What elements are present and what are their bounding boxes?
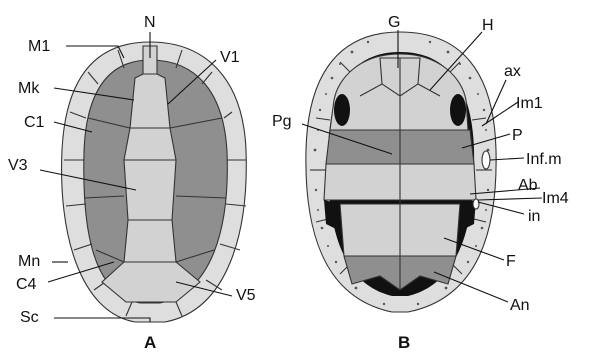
label-Im1: Im1	[516, 95, 543, 112]
panel-label-A: A	[144, 333, 156, 352]
vertebral-scute-2	[124, 128, 176, 160]
label-Mn: Mn	[18, 253, 40, 270]
label-C4: C4	[16, 276, 37, 293]
label-N: N	[144, 14, 156, 31]
label-M1: M1	[28, 38, 50, 55]
label-Pg: Pg	[272, 113, 292, 130]
label-H: H	[482, 17, 494, 34]
label-V1: V1	[220, 49, 240, 66]
vertebral-scute-3	[124, 160, 176, 220]
label-C1: C1	[24, 114, 45, 131]
carapace-panel: M1 N V1 Mk C1 V3 Mn C4 V5 Sc A	[8, 14, 256, 352]
label-Mk: Mk	[18, 80, 40, 97]
label-V3: V3	[8, 157, 28, 174]
label-in: in	[528, 208, 540, 225]
vertebral-scute-1	[130, 74, 170, 128]
label-V5: V5	[236, 287, 256, 304]
label-G: G	[388, 14, 400, 31]
label-ax: ax	[504, 63, 521, 80]
axillary-notch	[334, 94, 350, 126]
label-Im4: Im4	[542, 190, 569, 207]
label-An: An	[510, 297, 530, 314]
label-Ab: Ab	[518, 177, 538, 194]
panel-label-B: B	[398, 333, 410, 352]
plastron-panel: G H ax Im1 Pg P Inf.m Ab Im4 in F An B	[272, 14, 569, 352]
vertebral-scute-4	[124, 220, 176, 262]
label-F: F	[506, 253, 516, 270]
label-P: P	[512, 127, 523, 144]
label-Sc: Sc	[20, 309, 39, 326]
axillary-notch-right	[450, 94, 466, 126]
label-Infm: Inf.m	[526, 151, 562, 168]
inframarginal-scute	[482, 151, 490, 169]
